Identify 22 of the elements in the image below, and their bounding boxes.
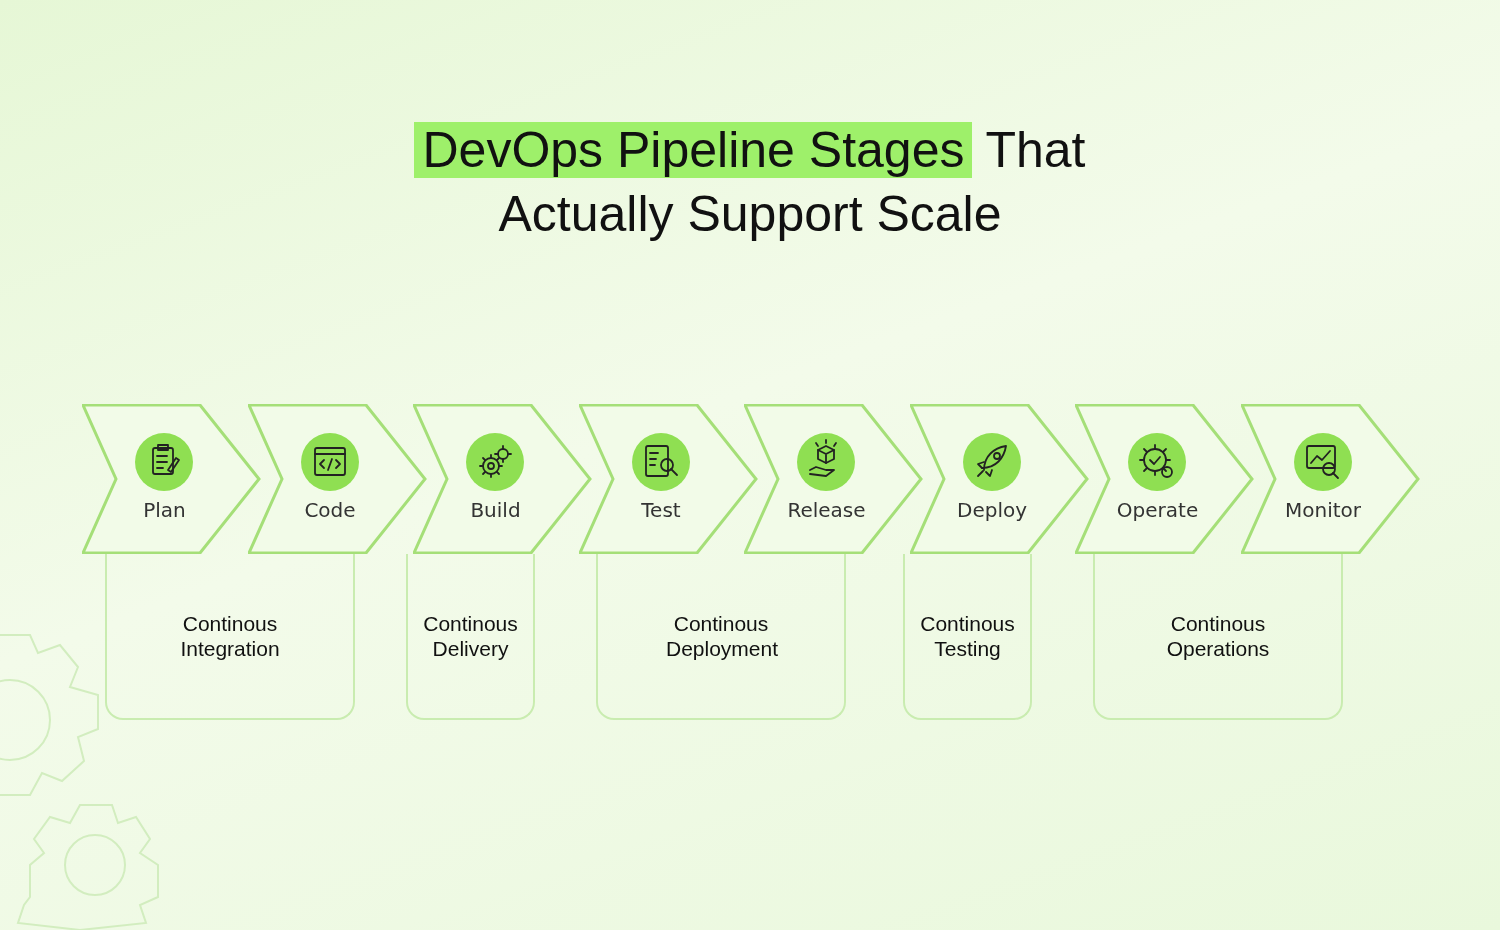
title: DevOps Pipeline Stages That Actually Support Scale [380,118,1120,246]
chevron-step [909,404,1090,554]
stage-label: Release [786,498,867,522]
stage-label: Monitor [1284,498,1362,522]
chevron-step [1075,404,1255,554]
stage-label: Operate [1115,498,1200,522]
chevron-step [247,404,428,554]
stage-label: Deploy [956,498,1028,522]
chevron-step [744,404,924,554]
group-label: Continous Delivery [422,611,519,661]
chevron-step [1240,404,1421,554]
group-label: Continous Testing [919,611,1016,661]
chevron-step [82,404,262,554]
group-label: Continous Integration [179,611,281,661]
group-label: Continous Deployment [666,611,776,661]
stage-label: Code [303,498,357,522]
stage-label: Plan [142,498,187,522]
stage-label: Test [640,498,682,522]
stage-label: Build [469,498,522,522]
chevron-step [413,404,593,554]
group-label: Continous Operations [1165,611,1271,661]
chevron-step [578,404,759,554]
